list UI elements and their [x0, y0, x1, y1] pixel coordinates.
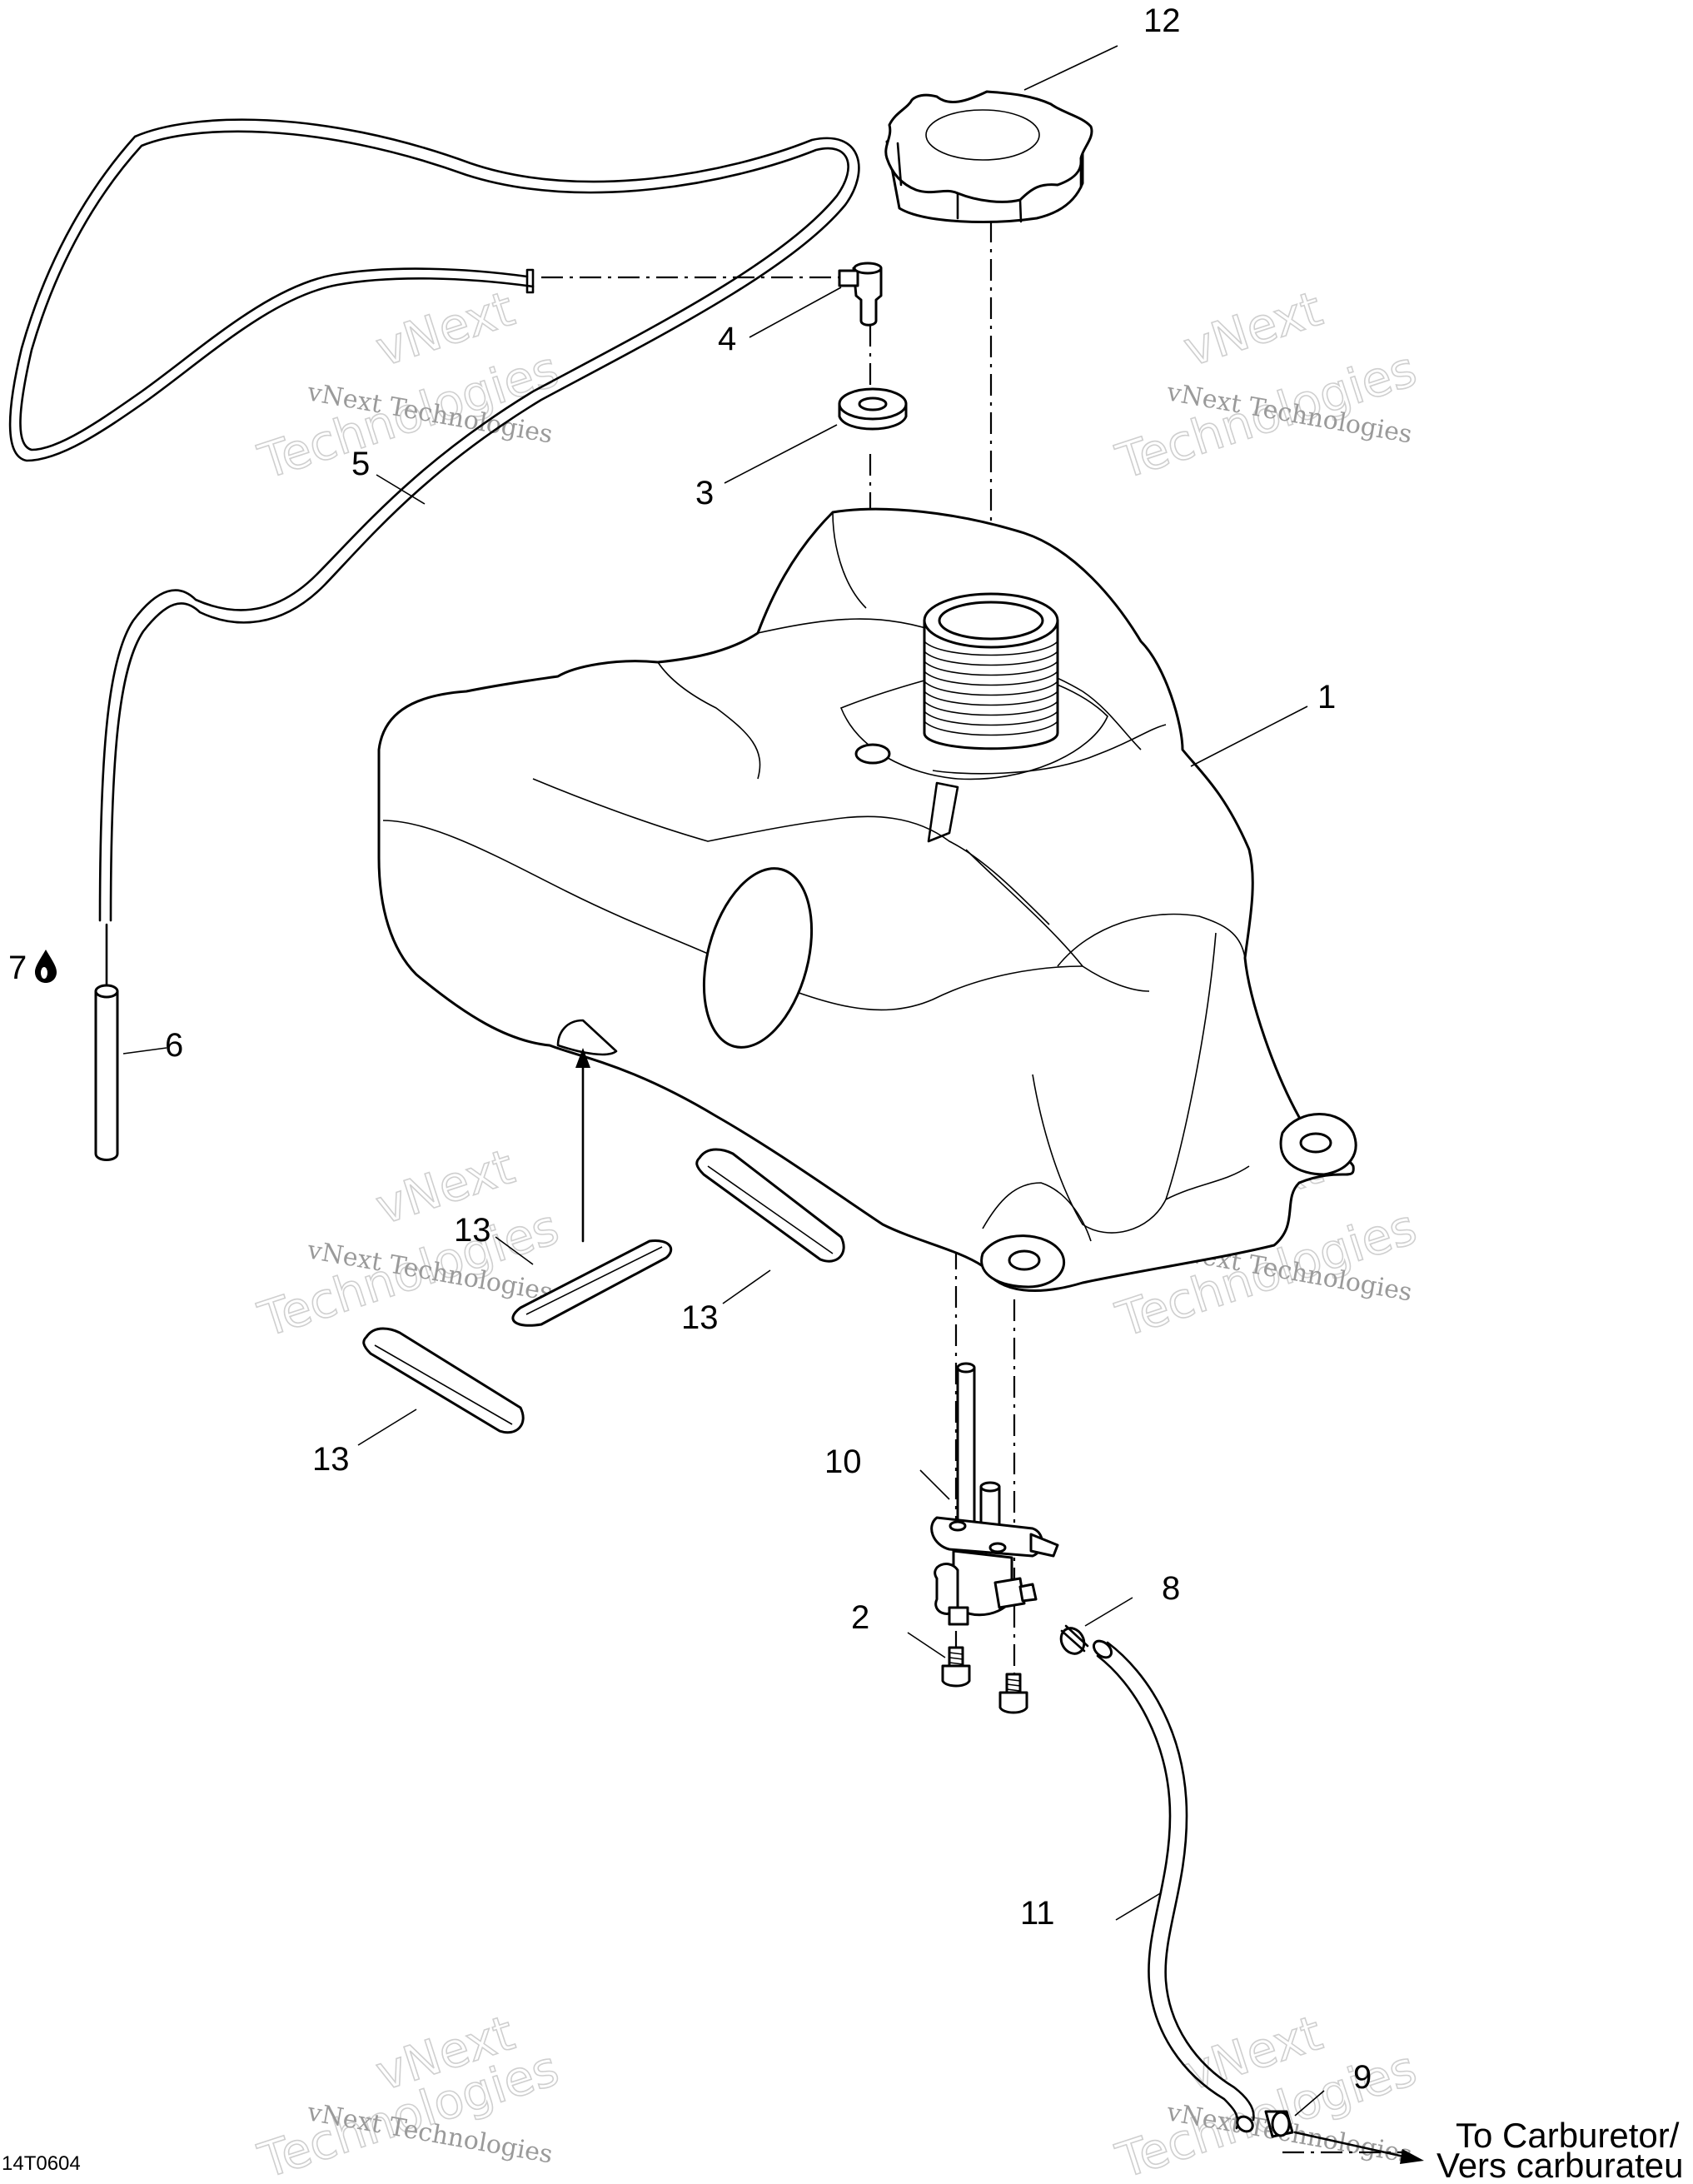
callout-12: 12 [1143, 2, 1181, 39]
destination-note: To Carburetor/ Vers carburateu [1437, 2116, 1684, 2184]
destination-note-line2: Vers carburateu [1437, 2146, 1684, 2184]
part-1-fuel-tank [377, 507, 1357, 1292]
callout-6: 6 [165, 1027, 183, 1064]
callout-4: 4 [718, 321, 736, 357]
callout-3: 3 [695, 475, 714, 511]
watermark-bottom-right: vNext Technologies vNext Technologies [1109, 2003, 1424, 2184]
callout-13-right: 13 [681, 1299, 719, 1336]
arrow-up-icon [575, 1048, 590, 1243]
drawing-code: 14T0604 [2, 2152, 81, 2175]
part-1-filler-neck [923, 592, 1059, 750]
callout-2: 2 [851, 1599, 869, 1636]
callout-13-center: 13 [454, 1212, 491, 1249]
part-13-foam-strip-left [362, 1327, 525, 1434]
arrow-right-icon [1293, 2131, 1424, 2164]
part-11-fuel-hose [1092, 1639, 1255, 2133]
part-3-grommet [838, 387, 908, 431]
callout-11: 11 [1020, 1895, 1055, 1932]
svg-text:vNext: vNext [1177, 280, 1328, 377]
watermark-bottom-left: vNext Technologies vNext Technologies [251, 2003, 566, 2184]
part-13-foam-strip-center [511, 1239, 673, 1327]
callout-5: 5 [351, 446, 370, 482]
part-8-hose-clamp [1059, 1624, 1089, 1655]
destination-note-line1: To Carburetor/ [1456, 2116, 1680, 2155]
callout-13-left: 13 [312, 1441, 350, 1478]
callout-labels: 1 2 3 4 5 6 7 8 9 10 11 12 13 13 13 [8, 2, 1372, 2096]
watermark-top-right: vNext Technologies vNext Technologies [1109, 279, 1424, 491]
callout-8: 8 [1162, 1570, 1180, 1607]
callout-7: 7 [8, 950, 27, 986]
part-2-screw-left [941, 1646, 971, 1688]
oil-drop-icon [35, 950, 57, 983]
part-13-foam-strip-right [695, 1148, 845, 1263]
part-2-screw-right [998, 1673, 1028, 1714]
callout-9: 9 [1353, 2059, 1372, 2096]
part-10-fuel-valve [930, 1362, 1059, 1626]
part-12-fuel-cap [884, 90, 1093, 223]
part-9-hose-clamp [1264, 2110, 1294, 2138]
leader-lines [122, 45, 1325, 2117]
part-5-vent-hose [8, 118, 860, 922]
part-6-hose [94, 923, 119, 1161]
watermark-top-left: vNext Technologies vNext Technologies [251, 279, 566, 491]
callout-10: 10 [824, 1444, 862, 1480]
part-4-vent-fitting [838, 262, 883, 327]
callout-1: 1 [1317, 679, 1336, 716]
